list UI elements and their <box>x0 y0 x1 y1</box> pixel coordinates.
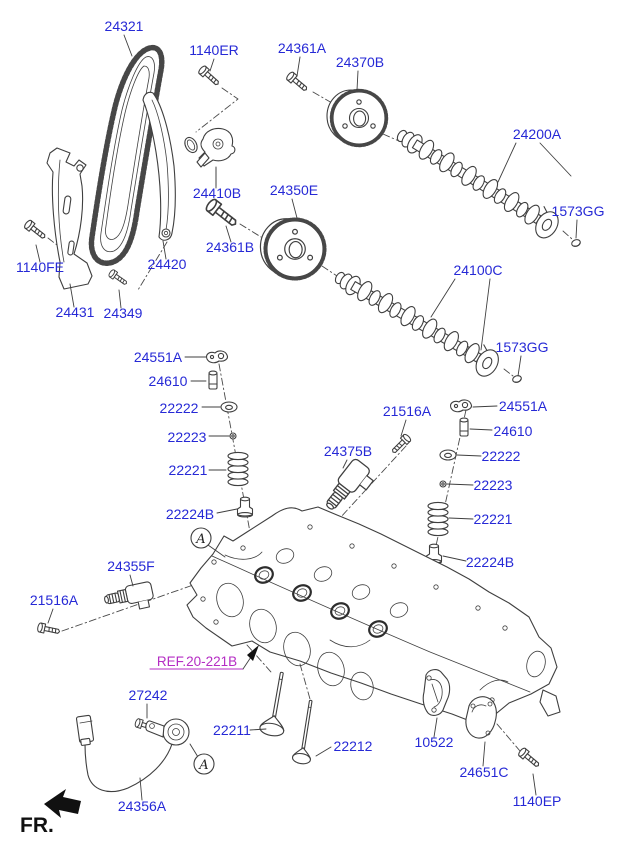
part-label-exhaust-cvvt-bolt[interactable]: 24361A <box>278 40 327 56</box>
part-label-valve-stem-seal-right[interactable]: 22224B <box>466 554 514 570</box>
label-leader-lines <box>35 34 578 801</box>
part-label-intake-camshaft[interactable]: 24100C <box>453 262 502 278</box>
part-label-ocv-bolt-right[interactable]: 21516A <box>383 403 432 419</box>
detail-marker-a-top-label: A <box>195 532 205 547</box>
part-label-guide-bolt[interactable]: 1140FE <box>16 259 64 275</box>
exhaust-cvvt-drawing <box>325 88 389 148</box>
part-label-tensioner-bolt[interactable]: 1140ER <box>189 42 239 58</box>
part-label-rocker-arm-right[interactable]: 24551A <box>499 398 548 414</box>
chain-guide-drawing <box>142 91 176 241</box>
part-label-sealing-plug-2[interactable]: 1573GG <box>496 339 549 355</box>
part-label-intake-valve[interactable]: 22211 <box>213 722 251 738</box>
part-label-tensioner-arm[interactable]: 24431 <box>56 304 95 320</box>
part-label-lash-adjuster-left[interactable]: 24610 <box>149 373 188 389</box>
part-label-camshaft-sensor[interactable]: 24356A <box>118 798 167 814</box>
chain-tensioner-drawing <box>184 127 236 187</box>
part-label-ocv-bolt-left[interactable]: 21516A <box>30 592 79 608</box>
right-valve-parts <box>425 399 473 565</box>
part-label-cover-bolt[interactable]: 1140EP <box>513 793 562 809</box>
reference-arrow <box>149 645 259 670</box>
exhaust-ocv-drawing <box>102 580 156 617</box>
part-label-sealing-plug-1[interactable]: 1573GG <box>552 203 605 219</box>
tensioner-bolt-drawing <box>196 64 222 89</box>
detail-marker-a-top <box>190 527 226 558</box>
part-label-valve-spring-right[interactable]: 22221 <box>474 511 513 527</box>
part-label-retainer-lock-right[interactable]: 22223 <box>474 477 513 493</box>
part-label-exhaust-camshaft[interactable]: 24200A <box>513 126 562 142</box>
part-label-exhaust-ocv[interactable]: 24355F <box>107 558 154 574</box>
part-label-sensor-bolt[interactable]: 27242 <box>129 687 168 703</box>
part-label-timing-chain[interactable]: 24321 <box>105 18 144 34</box>
part-label-chain-tensioner[interactable]: 24410B <box>193 185 241 201</box>
part-label-arm-pivot-bolt[interactable]: 24349 <box>104 305 143 321</box>
part-label-lash-adjuster-right[interactable]: 24610 <box>494 423 533 439</box>
sealing-plug-exhaust-drawing <box>570 237 582 249</box>
intake-cvvt-bolt-drawing <box>203 196 241 231</box>
part-label-intake-cvvt[interactable]: 24350E <box>270 182 318 198</box>
ocv-bolt-left-drawing <box>36 622 62 637</box>
part-label-rocker-arm-left[interactable]: 24551A <box>134 349 183 365</box>
timing-chain-drawing <box>88 45 165 266</box>
intake-camshaft-drawing <box>328 263 504 381</box>
cover-bolt-drawing <box>516 746 542 770</box>
intake-valve-drawing <box>259 671 285 737</box>
left-valve-parts <box>205 350 254 518</box>
part-label-exhaust-valve[interactable]: 22212 <box>334 738 373 754</box>
exhaust-valve-drawing <box>291 699 313 765</box>
part-label-intake-ocv[interactable]: 24375B <box>324 443 372 459</box>
part-label-valve-stem-seal-left[interactable]: 22224B <box>166 506 214 522</box>
detail-marker-a-bottom <box>189 743 215 775</box>
reference-link[interactable]: REF.20-221B <box>157 654 237 669</box>
part-label-retainer-lock-left[interactable]: 22223 <box>168 429 207 445</box>
part-label-exhaust-cvvt[interactable]: 24370B <box>336 54 384 70</box>
part-label-chain-guide[interactable]: 24420 <box>148 256 187 272</box>
part-label-spring-retainer-right[interactable]: 22222 <box>482 448 521 464</box>
part-label-end-gasket[interactable]: 10522 <box>415 734 454 750</box>
part-label-intake-cvvt-bolt[interactable]: 24361B <box>206 239 254 255</box>
cylinder-head-drawing <box>186 506 561 722</box>
part-label-end-cover[interactable]: 24651C <box>459 764 508 780</box>
intake-ocv-drawing <box>320 456 379 520</box>
arm-pivot-bolt-drawing <box>107 268 130 288</box>
part-label-valve-spring-left[interactable]: 22221 <box>169 462 208 478</box>
end-gasket-drawing <box>422 669 451 716</box>
part-label-spring-retainer-left[interactable]: 22222 <box>160 400 199 416</box>
detail-marker-a-bottom-label: A <box>198 758 208 773</box>
ocv-bolt-right-drawing <box>389 432 413 456</box>
end-cover-drawing <box>465 696 497 739</box>
camshaft-sensor-drawing <box>75 714 190 793</box>
front-direction-arrow-icon <box>44 789 81 818</box>
guide-bolt-drawing <box>22 218 49 242</box>
tensioner-arm-drawing <box>46 147 93 290</box>
intake-cvvt-drawing <box>258 216 327 281</box>
front-direction-label: FR. <box>20 814 54 837</box>
